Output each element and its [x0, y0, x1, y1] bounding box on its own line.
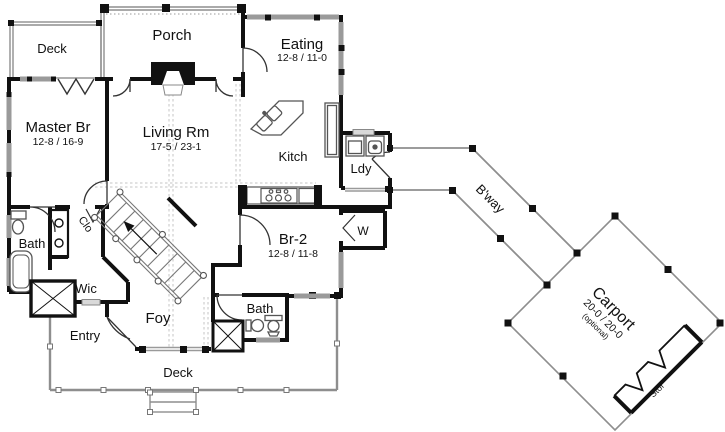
- window-ticks: [6, 14, 345, 177]
- room-label-foyer: Foy: [145, 310, 171, 327]
- washer-icon: [345, 135, 365, 157]
- room-label-breezeway: B'way: [473, 181, 508, 216]
- room-label-kitchen: Kitch: [279, 149, 308, 164]
- toilet-icon-bath2: [245, 318, 265, 333]
- room-label-entry: Entry: [70, 328, 101, 343]
- room-label-deck-top: Deck: [37, 41, 67, 56]
- room-label-wic: Wic: [75, 281, 97, 296]
- shower-icon: [211, 319, 245, 353]
- room-label-bath1: Bath: [19, 236, 46, 251]
- storage-room: [612, 323, 704, 415]
- front-door: [139, 346, 209, 353]
- dryer-icon: [365, 135, 385, 157]
- room-label-br2: Br-2: [279, 231, 307, 248]
- room-dims-master: 12-8 / 16-9: [33, 136, 84, 148]
- room-label-laundry: Ldy: [351, 161, 372, 176]
- windows: [6, 14, 344, 343]
- closet-shelves: [48, 208, 70, 259]
- stairs: [90, 188, 207, 305]
- walls: [7, 6, 392, 351]
- room-dims-eating: 12-8 / 11-0: [277, 52, 327, 64]
- room-dims-living: 17-5 / 23-1: [151, 141, 202, 153]
- refrigerator-icon: [324, 102, 340, 158]
- room-label-bath2: Bath: [247, 301, 274, 316]
- stairs-direction-arrow: [123, 220, 158, 255]
- labels: Deck Porch Eating 12-8 / 11-0 Master Br …: [19, 27, 667, 399]
- room-label-master: Master Br: [25, 119, 90, 136]
- deck-bottom-posts: [47, 340, 340, 415]
- kitchen-island: [249, 100, 304, 136]
- masonry-pier: [29, 279, 77, 318]
- bathtub-icon: [9, 250, 33, 293]
- room-label-deck-bottom: Deck: [163, 365, 193, 380]
- kitchen-sink-icon: [256, 105, 283, 132]
- room-label-eating: Eating: [281, 36, 324, 53]
- room-label-living: Living Rm: [143, 124, 210, 141]
- stove-counter: [246, 186, 317, 205]
- sink-icon-bath2: [264, 314, 283, 337]
- toilet-icon-bath1: [10, 210, 27, 235]
- carport: [504, 212, 724, 432]
- counter-end-posts: [238, 185, 322, 209]
- porch-railing: [100, 6, 245, 78]
- room-label-storage: Stor: [648, 381, 667, 400]
- breezeway: [387, 145, 578, 286]
- room-label-porch: Porch: [152, 27, 191, 44]
- deck-bottom: [48, 296, 339, 413]
- room-label-wcloset: W: [357, 224, 369, 238]
- room-dims-br2: 12-8 / 11-8: [268, 248, 318, 260]
- ceiling-lines: [95, 84, 316, 347]
- fireplace-icon: [151, 62, 195, 96]
- sills: [81, 129, 391, 306]
